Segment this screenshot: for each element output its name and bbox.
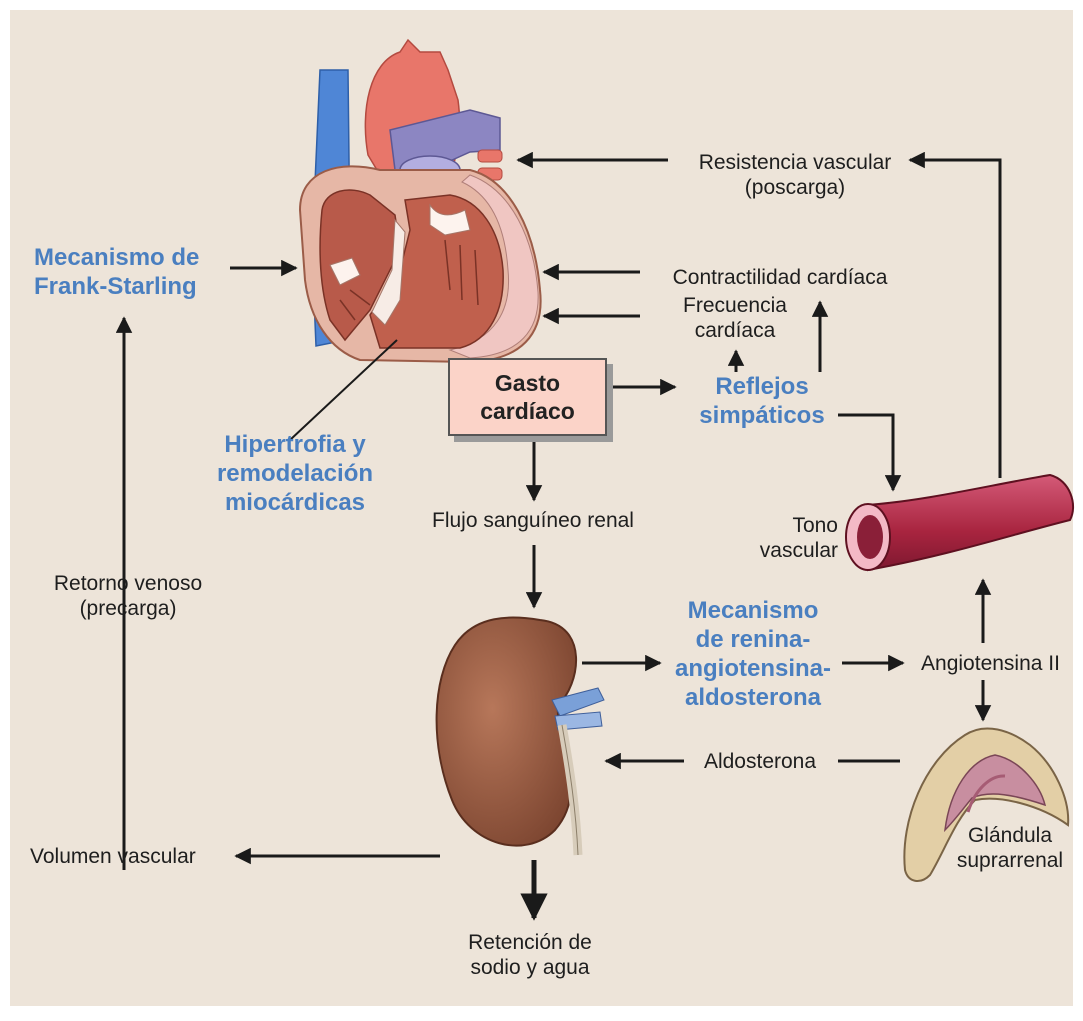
label-contractilidad: Contractilidad cardíaca	[645, 265, 915, 290]
gasto-cardiaco-box: Gasto cardíaco	[448, 358, 607, 436]
label-angiotensina: Angiotensina II	[903, 651, 1078, 676]
label-renina-angiotensina: Mecanismo de renina- angiotensina- aldos…	[648, 596, 858, 712]
label-tono-vascular: Tono vascular	[728, 513, 838, 563]
label-resistencia-vascular: Resistencia vascular (poscarga)	[660, 150, 930, 200]
label-retencion-sodio: Retención de sodio y agua	[430, 930, 630, 980]
label-reflejos-simpaticos: Reflejos simpáticos	[672, 372, 852, 430]
label-aldosterona: Aldosterona	[680, 749, 840, 774]
label-retorno-venoso: Retorno venoso (precarga)	[28, 571, 228, 621]
label-frecuencia: Frecuencia cardíaca	[660, 293, 810, 343]
label-flujo-renal: Flujo sanguíneo renal	[403, 508, 663, 533]
label-frank-starling: Mecanismo de Frank-Starling	[34, 243, 244, 301]
label-gasto-cardiaco: Gasto cardíaco	[480, 369, 575, 425]
label-volumen-vascular: Volumen vascular	[30, 844, 240, 869]
label-hipertrofia: Hipertrofia y remodelación miocárdicas	[195, 430, 395, 517]
label-glandula-suprarrenal: Glándula suprarrenal	[945, 823, 1075, 873]
